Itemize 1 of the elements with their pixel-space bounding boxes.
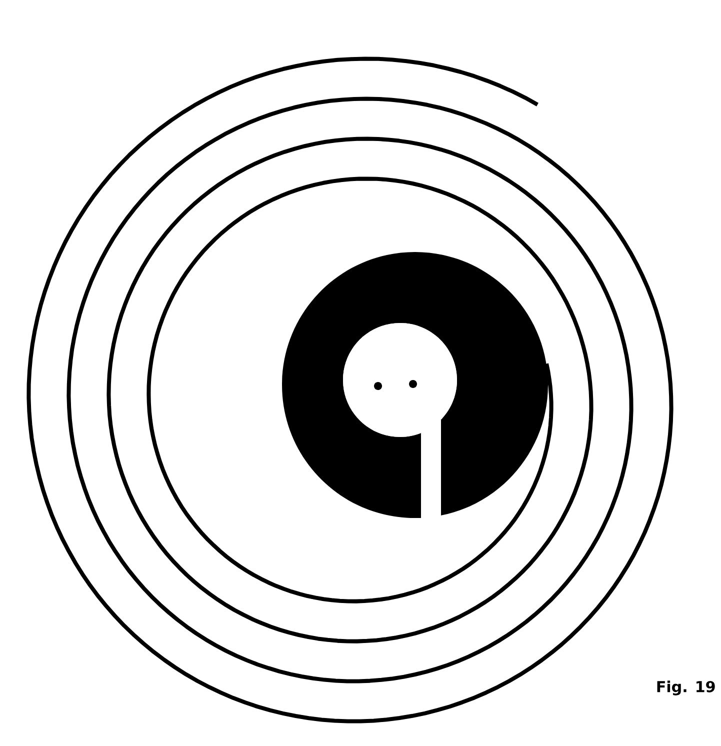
figure-caption: Fig. 19 xyxy=(657,680,715,696)
